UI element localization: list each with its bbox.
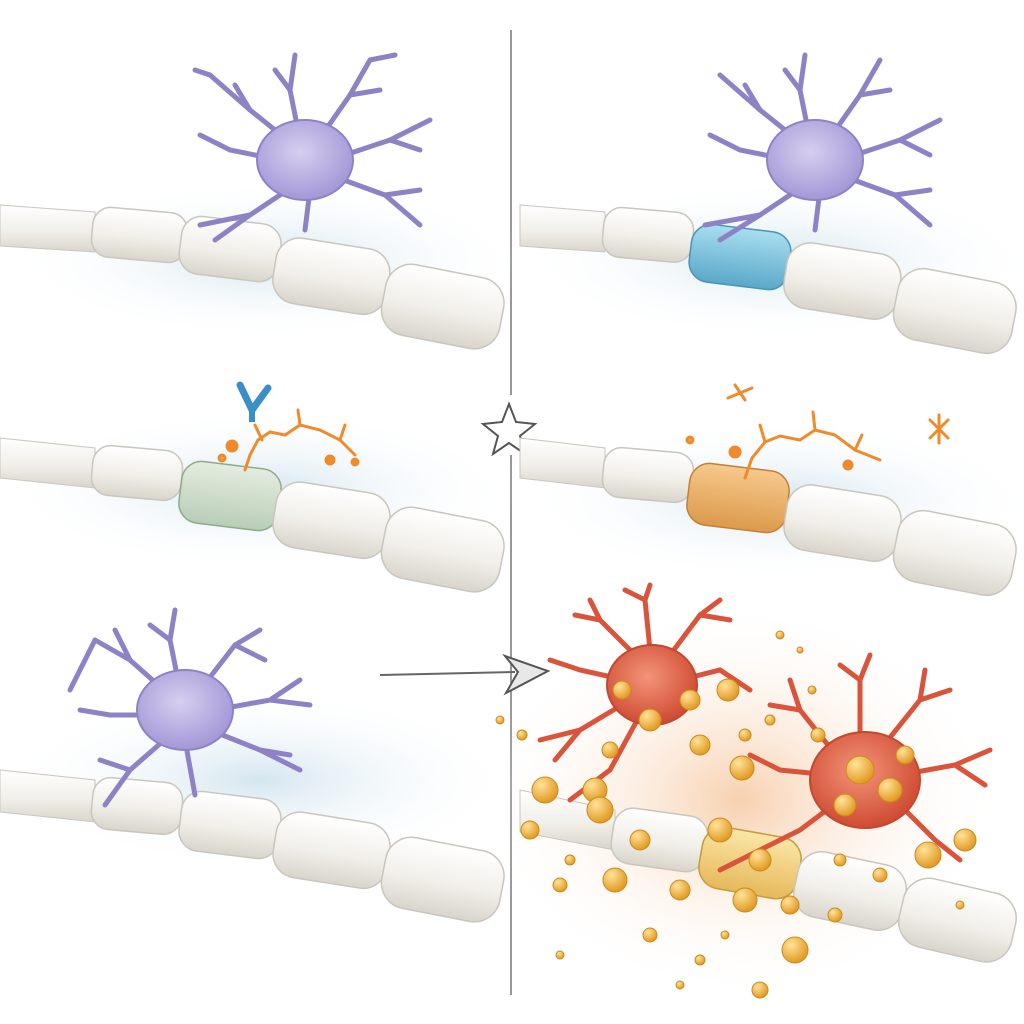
- arrow-right-icon: [379, 653, 551, 696]
- lipid-droplets: [495, 630, 977, 999]
- complement-attacked-segment: [686, 462, 790, 534]
- microglia-cell-body: [256, 119, 354, 201]
- antibody-bound-segment: [178, 460, 282, 532]
- microglia-cell-body: [136, 669, 234, 751]
- panel-top-right: [519, 52, 1024, 355]
- axon-sheath: [0, 204, 505, 350]
- axon-sheath: [0, 437, 505, 593]
- marked-myelin-segment: [688, 223, 792, 291]
- panel-middle-right: [519, 383, 1024, 597]
- axon-sheath: [519, 204, 1017, 355]
- panel-bottom-right: [480, 582, 1017, 1000]
- complement-fragments: [685, 383, 950, 480]
- microglia-cell-body: [766, 119, 864, 201]
- axon-sheath: [519, 437, 1017, 597]
- complement-fragments: [217, 408, 360, 472]
- panel-bottom-left: [0, 607, 520, 923]
- antibody-icon: [236, 381, 272, 422]
- panel-top-left: [0, 52, 530, 350]
- panel-middle-left: [0, 381, 520, 593]
- star-icon: [480, 401, 538, 457]
